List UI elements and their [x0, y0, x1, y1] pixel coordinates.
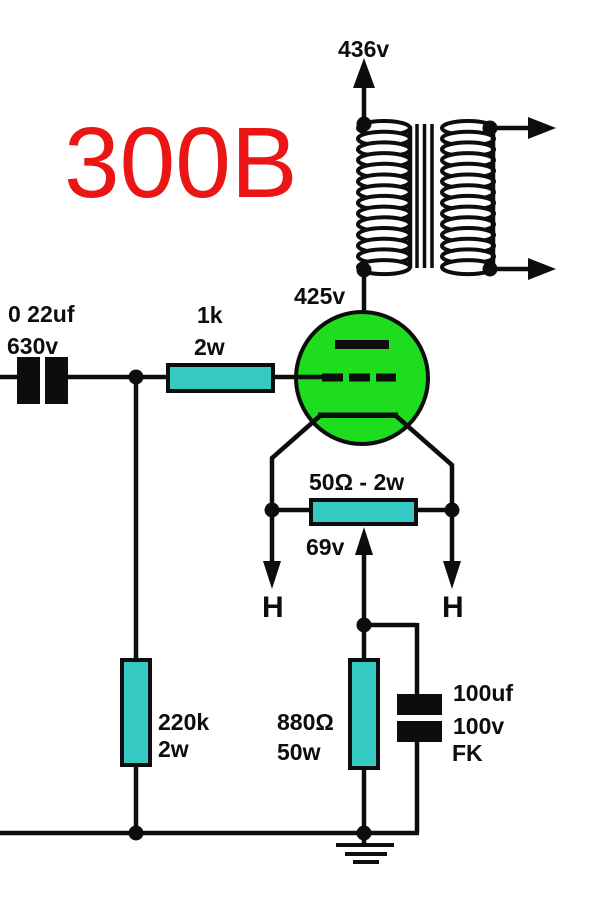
heater-left-arrow-down-icon	[263, 561, 281, 589]
cathode-resistor-value-label: 880Ω	[277, 709, 334, 735]
b-plus-voltage-label: 436v	[338, 36, 389, 62]
output-bottom-arrow-icon	[528, 258, 556, 280]
cathode-arrow-up-icon	[355, 527, 373, 555]
tube-grid-dash	[376, 373, 396, 382]
input-cap-plate	[17, 357, 40, 404]
junction-dot	[356, 262, 372, 278]
tube-anode	[335, 340, 389, 349]
grid-stopper-resistor	[166, 363, 275, 393]
cathode-resistor	[348, 658, 380, 770]
bypass-cap-voltage-label: 100v	[453, 713, 504, 739]
bypass-cap-type-label: FK	[452, 740, 483, 766]
primary-winding	[356, 119, 412, 277]
tube-filament	[318, 412, 398, 418]
grid-leak-value-label: 220k	[158, 709, 209, 735]
junction-dot	[128, 369, 144, 385]
grid-stopper-value-label: 1k	[197, 302, 223, 328]
junction-dot	[128, 825, 144, 841]
bypass-cap-value-label: 100uf	[453, 680, 513, 706]
hum-balance-resistor	[309, 498, 418, 526]
filament-right-leg	[393, 413, 455, 506]
junction-dot	[356, 617, 372, 633]
input-cap-plate	[45, 357, 68, 404]
grid-leak-resistor	[120, 658, 152, 767]
cathode-voltage-label: 69v	[306, 534, 345, 560]
junction-dot	[356, 825, 372, 841]
cathode-resistor-power-label: 50w	[277, 739, 321, 765]
heater-right-label: H	[442, 591, 464, 624]
bypass-cap-plate	[397, 721, 442, 742]
tube-grid-dash	[322, 373, 343, 382]
junction-dot	[264, 502, 280, 518]
plate-voltage-label: 425v	[294, 283, 345, 309]
b-plus-arrow-up-icon	[353, 58, 375, 88]
heater-right-arrow-down-icon	[443, 561, 461, 589]
grid-leak-power-label: 2w	[158, 736, 189, 762]
output-top-arrow-icon	[528, 117, 556, 139]
tube-grid-dash	[349, 373, 370, 382]
hum-resistor-label: 50Ω - 2w	[309, 469, 404, 495]
junction-dot	[482, 120, 498, 136]
input-cap-voltage-label: 630v	[7, 333, 58, 359]
junction-dot	[482, 261, 498, 277]
secondary-winding	[440, 119, 496, 277]
grid-stopper-power-label: 2w	[194, 334, 225, 360]
input-cap-value-label: 0 22uf	[8, 301, 75, 327]
junction-dot	[356, 116, 372, 132]
bypass-cap-plate	[397, 694, 442, 715]
page-title: 300B	[64, 107, 298, 219]
filament-left-leg	[269, 413, 323, 506]
junction-dot	[444, 502, 460, 518]
heater-left-label: H	[262, 591, 284, 624]
